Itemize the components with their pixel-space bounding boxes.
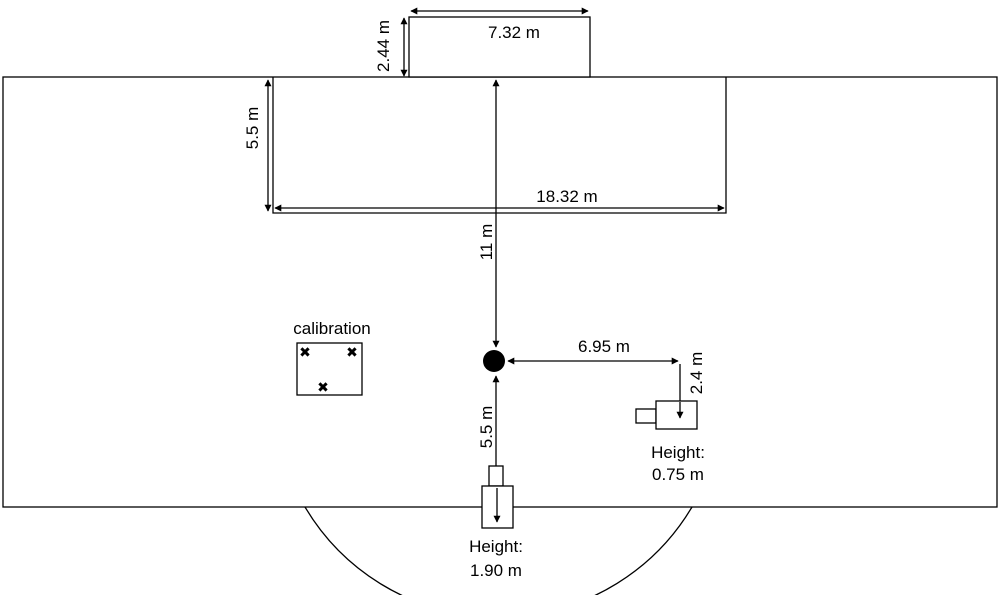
- field-outline: [2, 76, 998, 508]
- side-camera-height-line2: 0.75 m: [652, 465, 704, 484]
- camera-front-distance-label: 5.5 m: [477, 406, 496, 449]
- calibration-mark-icon: ✖: [299, 345, 311, 361]
- box-width-label: 18.32 m: [536, 187, 597, 206]
- ball-marker: [483, 350, 505, 372]
- penalty-distance-label: 11 m: [477, 224, 496, 261]
- calibration-mark-icon: ✖: [317, 380, 329, 396]
- box-depth-label: 5.5 m: [243, 107, 262, 150]
- side-camera-height-line1: Height:: [651, 443, 705, 462]
- front-camera-height-line1: Height:: [469, 537, 523, 556]
- calibration-label: calibration: [293, 319, 371, 338]
- goal-width-label: 7.32 m: [488, 23, 540, 42]
- penalty-box: [272, 77, 727, 214]
- penalty-arc: [304, 506, 693, 595]
- calibration-box: [296, 342, 363, 396]
- calibration-mark-icon: ✖: [346, 345, 358, 361]
- goal-outline: [408, 16, 591, 78]
- goal-height-label: 2.44 m: [374, 20, 393, 72]
- camera-side-offset-label: 2.4 m: [687, 352, 706, 395]
- front-camera-height-line2: 1.90 m: [470, 561, 522, 580]
- camera-side-distance-label: 6.95 m: [578, 337, 630, 356]
